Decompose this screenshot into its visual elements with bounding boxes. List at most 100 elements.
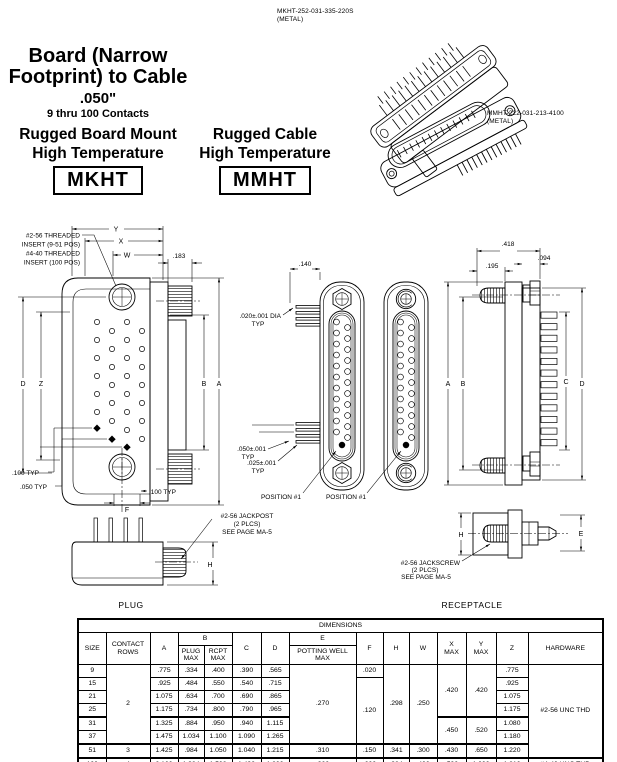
- product-board-mount-name: Rugged Board Mount High Temperature: [19, 126, 177, 162]
- contacts-range: 9 thru 100 Contacts: [46, 108, 150, 120]
- dim-label-h2: H: [458, 532, 463, 539]
- dim-cell: 1.425: [149, 743, 179, 759]
- plug-pins-side: [93, 517, 143, 543]
- col-header-y: Y MAX: [465, 632, 497, 665]
- receptacle-side-view: .418 .195 .094 A B C D H E #2-56 JACKSCR…: [401, 241, 586, 610]
- dim-cell: 1.050: [203, 743, 233, 759]
- dim-cell: 1.000: [465, 757, 497, 762]
- dim-cell: .950: [203, 716, 233, 731]
- dim-cell: 3: [105, 743, 151, 759]
- hex-nut-top: [332, 287, 352, 311]
- dim-cell: 1.175: [149, 703, 179, 718]
- dim-label-140: .140: [299, 261, 312, 268]
- product-code-mkht: MKHT: [53, 166, 143, 196]
- svg-text:#4-40 THREADED: #4-40 THREADED: [26, 251, 80, 258]
- dim-cell: .310: [288, 743, 357, 759]
- svg-text:SEE PAGE MA-5: SEE PAGE MA-5: [401, 574, 451, 581]
- dim-cell: .650: [465, 743, 497, 759]
- col-header-e: E: [288, 632, 357, 646]
- dim-cell: .390: [231, 664, 262, 678]
- dim-cell: 2: [105, 664, 151, 745]
- dim-cell: .520: [465, 716, 497, 745]
- mkht-isometric-drawing: [370, 43, 509, 178]
- dim-cell: .790: [231, 703, 262, 718]
- dim-cell: .775: [495, 664, 529, 678]
- plug-caption: PLUG: [118, 600, 143, 610]
- product-cable: Rugged Cable High Temperature MMHT: [170, 126, 360, 196]
- svg-text:INSERT (9-51 POS): INSERT (9-51 POS): [22, 242, 80, 249]
- position-1-label-left: POSITION #1: [261, 494, 301, 501]
- size-cell: 100: [77, 757, 107, 762]
- dim-cell: .800: [203, 703, 233, 718]
- dim-label-y: Y: [114, 227, 119, 234]
- col-header-size: SIZE: [77, 632, 107, 665]
- page-title: Board (Narrow Footprint) to Cable: [8, 45, 188, 88]
- dim-cell: .550: [203, 677, 233, 691]
- dim-cell: .420: [436, 664, 467, 718]
- dim-label-x: X: [119, 239, 124, 246]
- size-cell: 25: [77, 703, 107, 718]
- dim-cell: .150: [355, 743, 384, 759]
- dim-label-050-typ: .050 TYP: [20, 484, 47, 491]
- hardware-cell: #2-56 UNC THD: [527, 664, 604, 759]
- col-header-h: H: [382, 632, 410, 665]
- dim-label-b2: B: [461, 381, 466, 388]
- table-row: 21 1.075 .634 .700 .690 .865 1.075: [77, 690, 603, 704]
- dim-cell: .400: [203, 664, 233, 678]
- dim-cell: .925: [495, 677, 529, 691]
- jackscrew-note: #2-56 JACKSCREW: [401, 560, 461, 567]
- table-row: 100 4 2.160 1.384 1.508 1.432 1.800 .360…: [77, 757, 604, 762]
- size-cell: 9: [77, 664, 107, 678]
- dim-cell: .634: [177, 690, 205, 704]
- dim-cell: 1.075: [495, 690, 529, 704]
- dim-cell: 1.034: [177, 730, 205, 745]
- dim-cell: .020: [355, 664, 384, 678]
- pin-tails: [295, 305, 321, 444]
- dim-note-025: .025±.001: [247, 460, 276, 467]
- pitch-subtitle: .050": [79, 90, 117, 107]
- part-number-receptacle: MMHT-222-031-213-4100 (METAL): [487, 110, 564, 126]
- dim-cell: 1.075: [149, 690, 179, 704]
- contact-dots-left-face: [333, 318, 351, 449]
- dim-cell: .360: [288, 757, 357, 762]
- part-number-plug: MKHT-252-031-335-220S (METAL): [277, 8, 354, 24]
- col-header-b-plug: PLUG MAX: [177, 645, 205, 665]
- receptacle-front-view: .140 .020±.001 DIA TYP .050±.001 TYP .02…: [237, 261, 429, 501]
- dim-label-418: .418: [502, 241, 515, 248]
- threaded-insert-top: [108, 283, 136, 311]
- col-header-z: Z: [495, 632, 529, 665]
- dim-cell: 1.810: [495, 757, 529, 762]
- dim-cell: .334: [177, 664, 205, 678]
- dim-label-d2: D: [579, 381, 584, 388]
- jackscrew-hole: [386, 168, 398, 180]
- table-title: DIMENSIONS: [77, 618, 604, 633]
- dim-label-c: C: [563, 379, 568, 386]
- dim-cell: .250: [408, 664, 438, 745]
- svg-text:TYP: TYP: [252, 468, 265, 475]
- dim-cell: 1.265: [260, 730, 290, 745]
- product-cable-name: Rugged Cable High Temperature: [199, 126, 331, 162]
- dim-cell: .965: [260, 703, 290, 718]
- dim-label-e: E: [579, 531, 584, 538]
- col-header-b-rcpt: RCPT MAX: [203, 645, 233, 665]
- dim-cell: 1.100: [203, 730, 233, 745]
- product-code-mmht: MMHT: [219, 166, 311, 196]
- position-1-label-right: POSITION #1: [326, 494, 366, 501]
- dim-label-094: .094: [538, 255, 551, 262]
- dim-cell: 1.432: [231, 757, 262, 762]
- dim-cell: .540: [231, 677, 262, 691]
- dim-label-d: D: [20, 381, 25, 388]
- dim-label-h: H: [207, 562, 212, 569]
- dim-cell: 4: [105, 757, 151, 762]
- dim-label-195: .195: [486, 263, 499, 270]
- dim-cell: .690: [231, 690, 262, 704]
- contact-tails-comb: [539, 311, 558, 450]
- dimension-drawings: Y X W .183 D Z B A .100 TYP .050 TYP .10…: [12, 226, 586, 610]
- dim-cell: .715: [260, 677, 290, 691]
- dia-note: .020±.001 DIA: [239, 313, 281, 320]
- dim-cell: 1.384: [177, 757, 205, 762]
- hardware-cell: #4-40 UNC THD: [527, 757, 604, 762]
- dim-label-100-typ-left: .100 TYP: [12, 470, 39, 477]
- dim-label-a2: A: [446, 381, 451, 388]
